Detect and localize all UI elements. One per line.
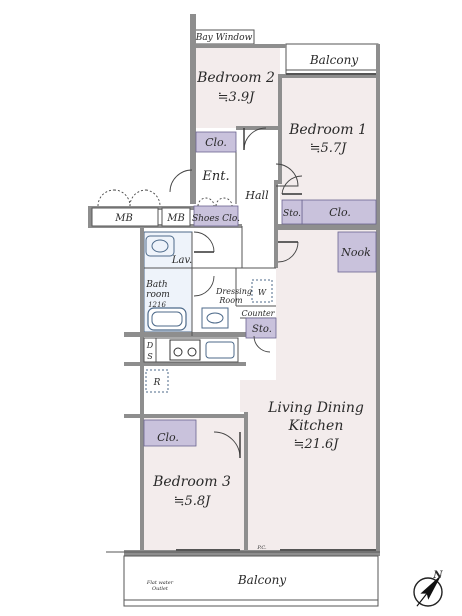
balcony-top-label: Balcony (309, 53, 358, 67)
north-compass-icon: N (413, 570, 443, 607)
counter-label: Counter (241, 309, 275, 318)
bedroom-3-closet (143, 419, 197, 447)
nook-label: Nook (340, 246, 371, 259)
bathroom-label-line2: room (146, 290, 170, 300)
bedroom-2-size: ≒3.9J (218, 90, 256, 105)
meter-box-left-label: MB (114, 213, 133, 224)
doors (97, 127, 303, 459)
north-label: N (432, 570, 443, 581)
balcony-top-area (285, 43, 379, 75)
bedroom-1-closet (301, 199, 377, 225)
ldk-label-line1: Living Dining (267, 400, 364, 416)
bedroom-2-closet-label: Clo. (205, 136, 227, 149)
stove-burner-icon (173, 347, 183, 357)
kitchen-sink-icon (205, 341, 235, 359)
windows (176, 73, 376, 551)
ldk-label-line2: Kitchen (288, 418, 344, 434)
bedroom-2-floor (194, 44, 280, 128)
entrance-label: Ent. (201, 169, 229, 184)
pc-label: P.C. (256, 545, 267, 551)
kitchen-storage (245, 317, 277, 339)
outlet-label-line1: Flat water (146, 580, 174, 586)
refrigerator-label: R (153, 378, 161, 388)
hall-storage (281, 199, 303, 225)
interior-lines (106, 149, 380, 607)
bedroom-2-closet (195, 131, 237, 153)
meter-box-right (161, 207, 191, 227)
bay-window-label: Bay Window (195, 33, 253, 43)
ds-box (143, 337, 157, 363)
ldk-size: ≒21.6J (293, 437, 339, 452)
wash-basin-icon (201, 307, 229, 329)
bedroom-3-size: ≒5.8J (174, 494, 212, 509)
outlet-label-line2: Outlet (152, 586, 169, 592)
nook (337, 231, 377, 273)
bathroom-label-line3: 1216 (148, 301, 166, 309)
kitchen-storage-label: Sto. (252, 324, 272, 335)
refrigerator-space (145, 369, 169, 393)
hall-storage-label: Sto. (283, 209, 301, 219)
bedroom-3-closet-label: Clo. (157, 431, 179, 444)
bedroom-1-size: ≒5.7J (310, 141, 348, 156)
ds-label-d: D (146, 341, 154, 350)
washing-machine-icon (251, 279, 273, 303)
bathroom-label-line1: Bath (145, 280, 167, 290)
bedroom-1-name: Bedroom 1 (288, 122, 367, 138)
ldk-floor (240, 228, 376, 550)
lavatory-label: Lav. (171, 255, 192, 266)
dressing-room-label-line2: Room (218, 296, 243, 305)
stove-burner-icon (187, 347, 197, 357)
hall-label: Hall (244, 189, 269, 202)
kitchen-counter (155, 337, 239, 363)
meter-box-left (91, 207, 159, 227)
bathtub-icon (147, 307, 187, 331)
toilet-icon (145, 235, 175, 257)
washing-machine-label: W (258, 288, 267, 297)
bedroom-1-floor (280, 78, 376, 200)
meter-box-right-label: MB (166, 213, 185, 224)
bedroom-2-name: Bedroom 2 (196, 70, 275, 86)
shoes-closet-label: Shoes Clo. (192, 214, 240, 224)
dressing-room-label-line1: Dressing (215, 287, 252, 296)
balcony-bottom-label: Balcony (237, 573, 286, 587)
bedroom-3-name: Bedroom 3 (152, 474, 231, 490)
bedroom-1-closet-label: Clo. (329, 206, 351, 219)
ds-label-s: S (147, 352, 153, 361)
